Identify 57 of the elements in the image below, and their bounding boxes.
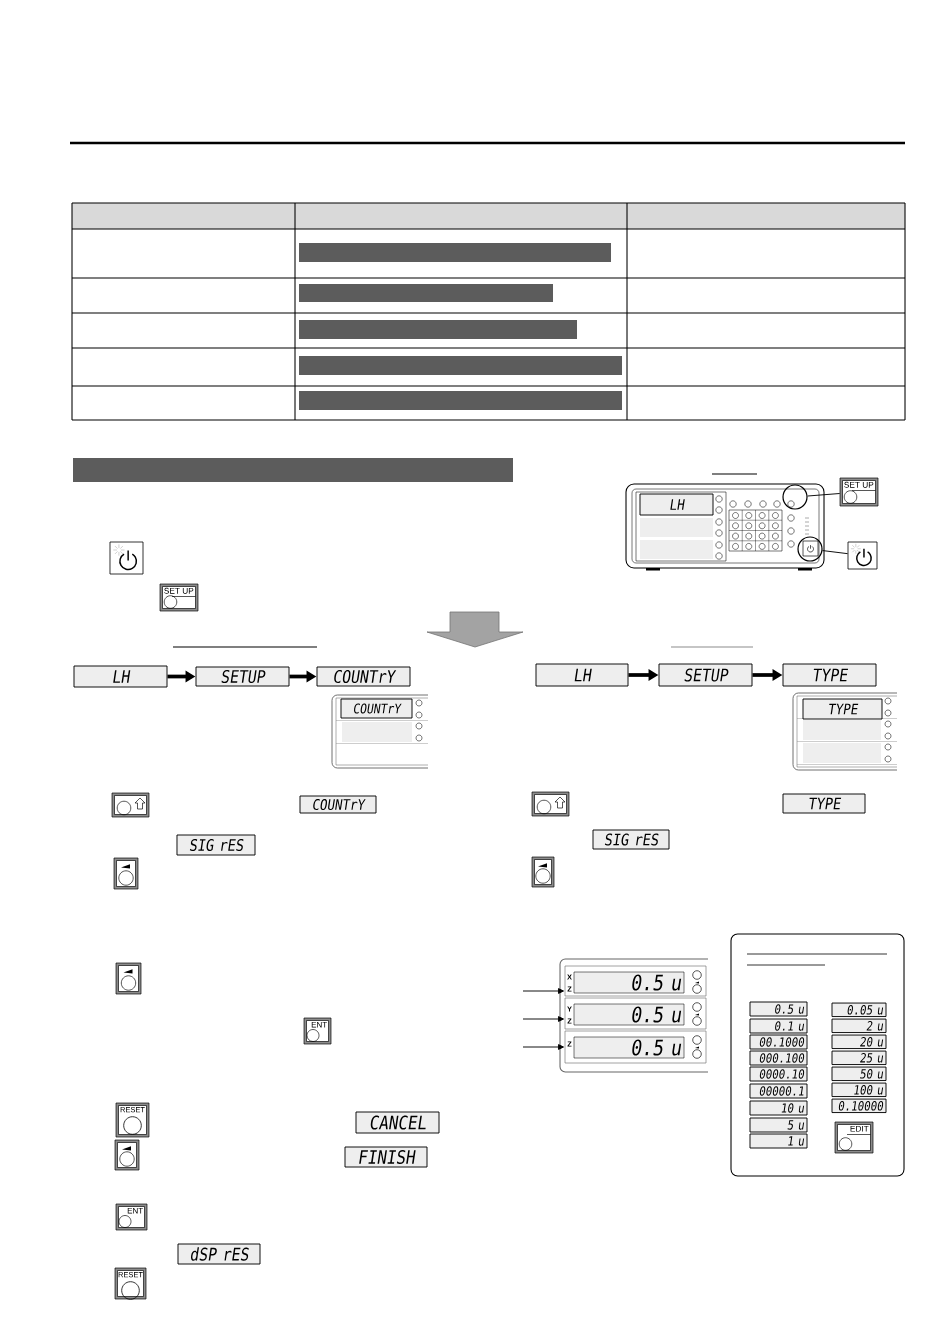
segment-display: 100 u (831, 1082, 887, 1098)
leader-line (822, 550, 849, 555)
segment-display: 0000.10 (749, 1066, 808, 1082)
segment-display: 00.1000 (749, 1034, 808, 1050)
display-unit-drawing (331, 694, 429, 769)
segment-display: LH (73, 665, 168, 688)
setup-key: SET UP (839, 477, 879, 507)
segment-display: 1 u (749, 1133, 808, 1149)
segment-display: LH (639, 493, 714, 516)
segment-display: 0.1 u (749, 1018, 808, 1034)
segment-display: dSP rES (177, 1243, 261, 1265)
segment-display: LH (535, 663, 629, 687)
highlight-circle (782, 484, 808, 510)
segment-display: SIG rES (176, 834, 256, 856)
arrow (522, 1016, 564, 1022)
setup-key: SET UP (159, 583, 199, 612)
segment-display: 0.5 u (573, 1036, 685, 1059)
section-bar (73, 458, 513, 482)
segment-display: TYPE (782, 793, 866, 814)
arrow (522, 1044, 564, 1050)
segment-display: 25 u (831, 1050, 887, 1066)
shaded-bar (299, 391, 622, 410)
shaded-bar (299, 243, 611, 262)
edit-key: EDIT (834, 1121, 874, 1154)
segment-display: 50 u (831, 1066, 887, 1082)
segment-display: SETUP (195, 666, 290, 687)
leader-line (807, 493, 841, 497)
segment-display: COUNTrY (299, 795, 377, 814)
enter-key: ENT (303, 1017, 332, 1045)
segment-display: 0.10000 (831, 1098, 887, 1114)
highlight-circle (797, 536, 823, 562)
segment-display: SETUP (658, 663, 753, 687)
display-unit-drawing (792, 692, 898, 771)
segment-display: 0.05 u (831, 1002, 887, 1017)
segment-display: 0.5 u (749, 1001, 808, 1017)
segment-display: 2 u (831, 1018, 887, 1034)
segment-display: COUNTrY (340, 698, 413, 719)
shaded-bar (299, 320, 577, 339)
segment-display: 20 u (831, 1034, 887, 1049)
segment-display: 10 u (749, 1100, 808, 1116)
shaded-bar (299, 356, 622, 375)
display-unit-drawing (559, 958, 709, 1073)
segment-display: 00000.1 (749, 1083, 808, 1099)
segment-display: 0.5 u (573, 1003, 685, 1026)
segment-display: TYPE (782, 663, 877, 687)
segment-display: CANCEL (355, 1111, 440, 1134)
enter-key: ENT (115, 1203, 148, 1231)
segment-display: 5 u (749, 1117, 808, 1133)
segment-display: TYPE (802, 698, 883, 720)
segment-display: FINISH (344, 1146, 428, 1168)
segment-display: COUNTrY (316, 666, 411, 687)
segment-display: 0.5 u (573, 971, 685, 994)
shaded-bar (299, 284, 553, 302)
segment-display: SIG rES (592, 829, 670, 850)
segment-display: 000.100 (749, 1050, 808, 1066)
power-key-icon (847, 541, 878, 570)
arrow (522, 988, 564, 994)
